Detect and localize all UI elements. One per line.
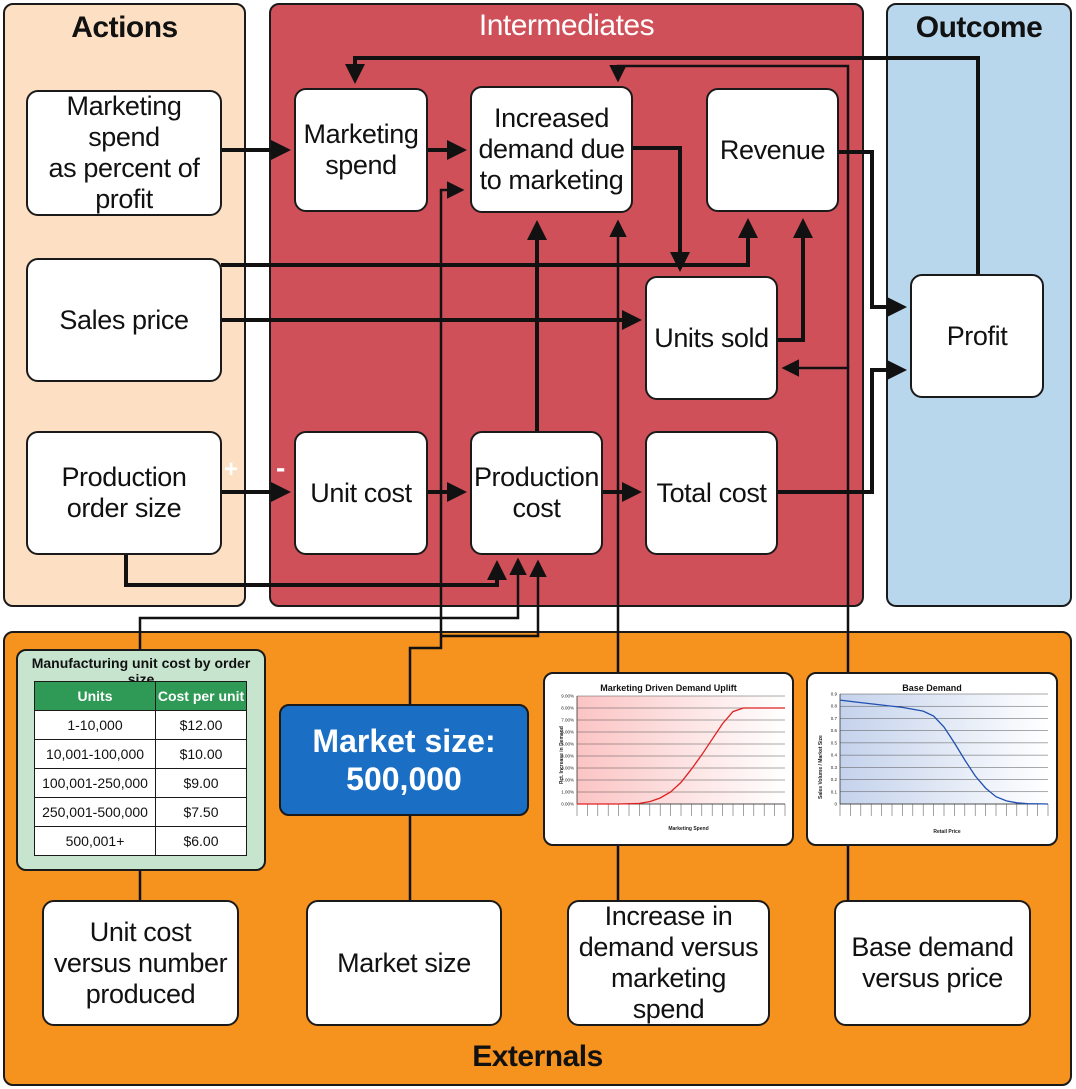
unit-cost-node[interactable]: Unit cost bbox=[294, 431, 428, 555]
chart-plot-area bbox=[840, 694, 1048, 804]
revenue-node[interactable]: Revenue bbox=[706, 88, 839, 212]
base-demand-ylabel: Sales Volume / Market Size bbox=[818, 735, 824, 799]
marketing-spend-percent-node[interactable]: Marketing spend as percent of profit bbox=[26, 90, 222, 216]
chart-ytick-label: 7.00% bbox=[561, 718, 574, 723]
table-row: 250,001-500,000$7.50 bbox=[34, 797, 247, 827]
wire-revenue-to-profit bbox=[838, 150, 907, 317]
chart-plot-area bbox=[577, 696, 785, 804]
table-header-cost: Cost per unit bbox=[155, 681, 247, 711]
chart-series-line bbox=[577, 707, 785, 805]
units-sold-node[interactable]: Units sold bbox=[645, 276, 778, 400]
plus-sign: + bbox=[224, 456, 239, 483]
chart-ytick-label: 0.2 bbox=[831, 777, 838, 782]
externals-title: Externals bbox=[472, 1040, 603, 1073]
table-row: 1-10,000$12.00 bbox=[34, 710, 247, 740]
table-cell-cost: $12.00 bbox=[155, 710, 247, 740]
table-cell-units: 10,001-100,000 bbox=[34, 739, 156, 769]
intermediates-title: Intermediates bbox=[478, 9, 655, 42]
chart-ytick-label: 0.1 bbox=[831, 789, 838, 794]
chart-ytick-label: 0.8 bbox=[831, 704, 838, 709]
demand-uplift-chart: Marketing Driven Demand Uplift 9.00% 8.00… bbox=[543, 672, 794, 846]
chart-ytick-label: 2.00% bbox=[561, 778, 574, 783]
market-size-value: 500,000 bbox=[346, 761, 462, 797]
chart-ytick-label: 3.00% bbox=[561, 766, 574, 771]
chart-ytick-label: 0.7 bbox=[831, 716, 838, 721]
outcome-title: Outcome bbox=[915, 11, 1043, 44]
chart-ytick-label: 6.00% bbox=[561, 730, 574, 735]
table-cell-units: 1-10,000 bbox=[34, 710, 156, 740]
chart-ytick-label: 0.4 bbox=[831, 753, 838, 758]
table-row: 100,001-250,000$9.00 bbox=[34, 768, 247, 798]
market-size-label: Market size: bbox=[312, 723, 496, 759]
ext-unit-cost-node[interactable]: Unit cost versus number produced bbox=[42, 900, 239, 1026]
wire-units-to-revenue bbox=[777, 218, 813, 342]
manufacturing-cost-table: Units Cost per unit 1-10,000$12.00 10,00… bbox=[34, 681, 247, 856]
table-cell-units: 500,001+ bbox=[34, 826, 156, 856]
chart-ytick-label: 5.00% bbox=[561, 742, 574, 747]
chart-ytick-label: 4.00% bbox=[561, 754, 574, 759]
chart-ytick-label: 0 bbox=[834, 802, 837, 807]
wire-totalcost-to-profit bbox=[777, 360, 907, 494]
marketing-spend-node[interactable]: Marketing spend bbox=[294, 88, 428, 212]
wire-table-to-prodcost bbox=[138, 557, 527, 649]
wire-marketsize-to-prodcost bbox=[441, 559, 547, 638]
base-demand-xlabel: Retail Price bbox=[933, 829, 961, 835]
table-row: 500,001+$6.00 bbox=[34, 826, 247, 856]
chart-ytick-label: 0.00% bbox=[561, 802, 574, 807]
base-demand-chart-title: Base Demand bbox=[902, 683, 962, 693]
chart-ytick-label: 8.00% bbox=[561, 706, 574, 711]
demand-uplift-ylabel: Pct. Increase in Demand bbox=[559, 726, 565, 784]
market-size-display: Market size: 500,000 bbox=[279, 704, 529, 816]
chart-ytick-label: 0.5 bbox=[831, 740, 838, 745]
demand-uplift-xlabel: Marketing Spend bbox=[668, 826, 709, 832]
wire-marketsize-to-demand bbox=[408, 181, 465, 704]
wire-demand-to-units bbox=[632, 146, 690, 272]
table-cell-cost: $10.00 bbox=[155, 739, 247, 769]
chart-ytick-label: 0.9 bbox=[831, 692, 838, 697]
table-cell-cost: $9.00 bbox=[155, 768, 247, 798]
table-cell-units: 100,001-250,000 bbox=[34, 768, 156, 798]
minus-sign: - bbox=[276, 452, 286, 483]
demand-uplift-chart-title: Marketing Driven Demand Uplift bbox=[600, 683, 737, 693]
chart-ytick-label: 0.6 bbox=[831, 728, 838, 733]
actions-title: Actions bbox=[71, 11, 178, 44]
ext-base-demand-node[interactable]: Base demand versus price bbox=[834, 900, 1031, 1026]
table-row: 10,001-100,000$10.00 bbox=[34, 739, 247, 769]
sales-price-node[interactable]: Sales price bbox=[26, 258, 222, 382]
production-order-size-node[interactable]: Production order size bbox=[26, 431, 222, 555]
manufacturing-cost-table-panel: Manufacturing unit cost by order size Un… bbox=[16, 649, 266, 871]
total-cost-node[interactable]: Total cost bbox=[645, 431, 778, 555]
chart-ytick-label: 0.3 bbox=[831, 765, 838, 770]
chart-ytick-label: 9.00% bbox=[561, 694, 574, 699]
table-cell-units: 250,001-500,000 bbox=[34, 797, 156, 827]
table-header-units: Units bbox=[34, 681, 156, 711]
base-demand-chart-svg: 0.9 0.8 0.7 0.6 0.5 0.4 0.3 0.2 0.1 0 bbox=[831, 692, 1049, 816]
profit-node[interactable]: Profit bbox=[910, 274, 1044, 398]
wire-price-to-revenue bbox=[221, 218, 758, 267]
chart-ytick-label: 1.00% bbox=[561, 790, 574, 795]
wire-order-to-prodcost bbox=[124, 555, 507, 587]
wire-profit-to-mspend bbox=[345, 56, 980, 274]
chart-series-line bbox=[839, 699, 1049, 805]
ext-market-size-node[interactable]: Market size bbox=[306, 900, 502, 1026]
wire-basechart-to-demand bbox=[609, 64, 850, 368]
table-cell-cost: $7.50 bbox=[155, 797, 247, 827]
wire-basechart-to-units bbox=[781, 359, 850, 672]
ext-demand-marketing-node[interactable]: Increase in demand versus marketing spen… bbox=[567, 900, 770, 1026]
increased-demand-node[interactable]: Increased demand due to marketing bbox=[470, 86, 633, 213]
demand-uplift-chart-svg: 9.00% 8.00% 7.00% 6.00% 5.00% 4.00% 3.00% 2.00%… bbox=[561, 694, 786, 816]
production-cost-node[interactable]: Production cost bbox=[470, 431, 603, 555]
table-cell-cost: $6.00 bbox=[155, 826, 247, 856]
